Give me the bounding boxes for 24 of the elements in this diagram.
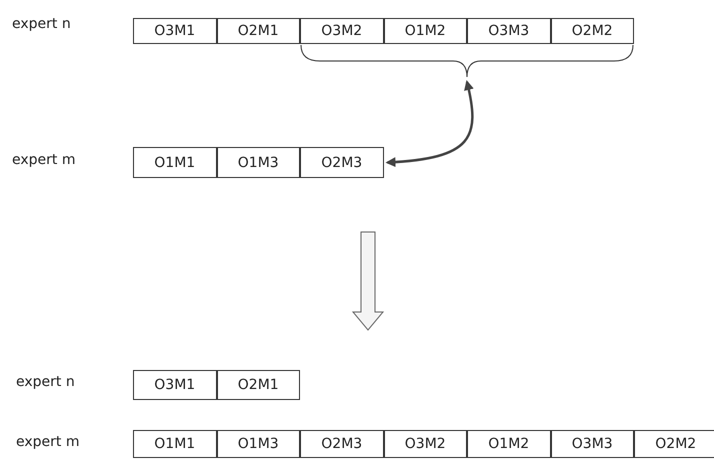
row-label: expert n <box>16 374 75 390</box>
curly-brace <box>300 44 634 78</box>
array-cell: O3M2 <box>300 18 384 44</box>
array-cell: O1M3 <box>216 147 300 178</box>
array-cell: O3M2 <box>384 430 467 458</box>
array-cell: O1M2 <box>384 18 467 44</box>
array-cell: O2M3 <box>300 147 384 178</box>
array-cell: O1M1 <box>133 430 216 458</box>
row-label: expert m <box>16 434 80 450</box>
array-cell: O2M2 <box>550 18 634 44</box>
curved-arrow <box>386 80 474 167</box>
array-cell: O3M3 <box>550 430 634 458</box>
array-cell: O2M3 <box>300 430 384 458</box>
row-label: expert m <box>12 152 76 168</box>
array-cell: O3M3 <box>467 18 550 44</box>
array-cell: O1M3 <box>216 430 300 458</box>
array-cell: O2M1 <box>216 370 300 400</box>
array-cell: O3M1 <box>133 18 216 44</box>
array-cell: O1M1 <box>133 147 216 178</box>
row-label: expert n <box>12 16 71 32</box>
array-cell: O1M2 <box>467 430 550 458</box>
array-cell: O2M2 <box>634 430 714 458</box>
array-cell: O3M1 <box>133 370 216 400</box>
array-cell: O2M1 <box>216 18 300 44</box>
